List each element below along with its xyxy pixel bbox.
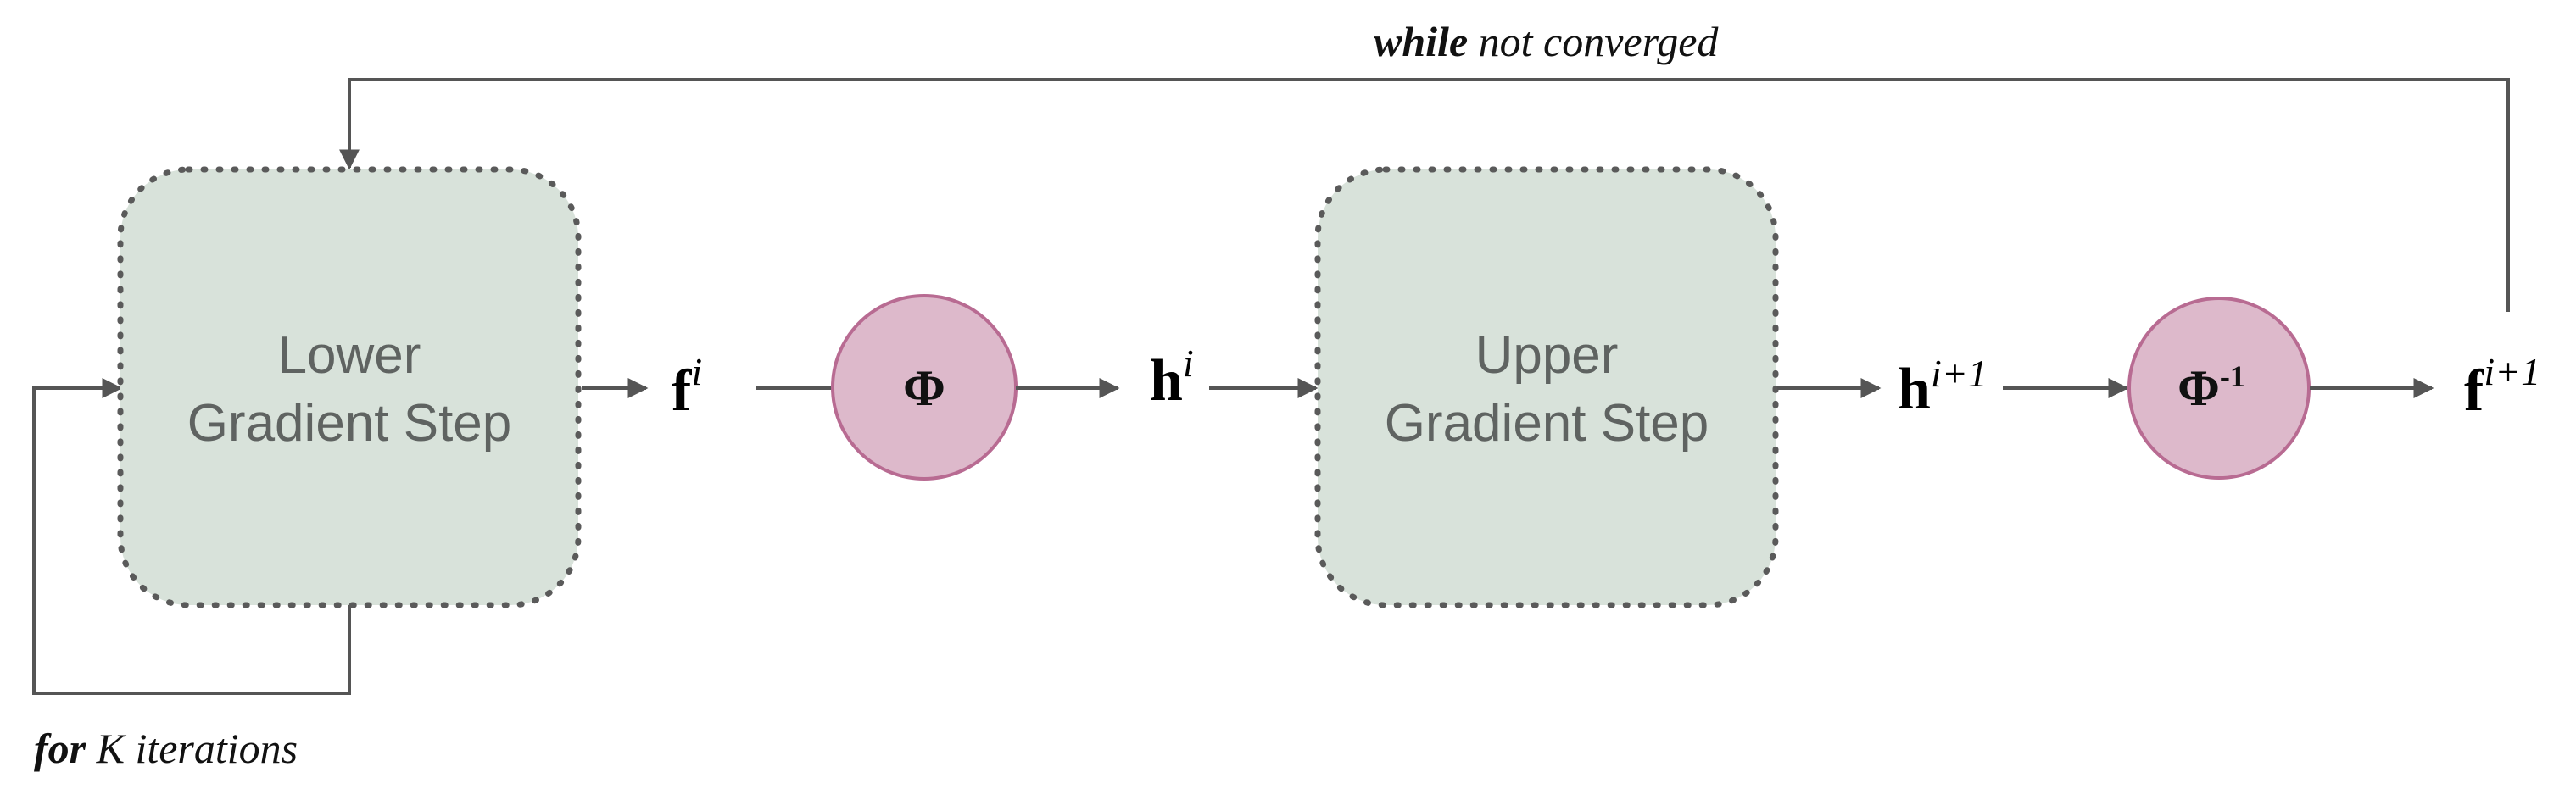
- phi-inverse-symbol: Φ-1: [2177, 359, 2245, 416]
- phi-inverse-circle: Φ-1: [2127, 297, 2311, 480]
- upper-gradient-step-box: Upper Gradient Step: [1314, 166, 1779, 608]
- var-f-i: fi: [672, 350, 702, 424]
- var-h-i1: hi+1: [1898, 352, 1988, 422]
- phi-circle: Φ: [831, 294, 1018, 481]
- lower-box-line2: Gradient Step: [187, 394, 512, 453]
- upper-box-line1: Upper: [1475, 326, 1619, 385]
- lower-box-line1: Lower: [278, 326, 421, 385]
- var-h-i: hi: [1150, 342, 1194, 414]
- for-loop-label: for K iterations: [34, 725, 298, 772]
- lower-gradient-step-box: Lower Gradient Step: [117, 166, 582, 608]
- upper-box-line2: Gradient Step: [1385, 394, 1709, 453]
- outer-loop-arrow: [339, 78, 2510, 312]
- var-f-i1: fi+1: [2464, 350, 2540, 424]
- phi-symbol: Φ: [903, 360, 945, 416]
- inner-loop-arrow: [32, 378, 351, 695]
- while-loop-label: while not converged: [1374, 18, 1719, 65]
